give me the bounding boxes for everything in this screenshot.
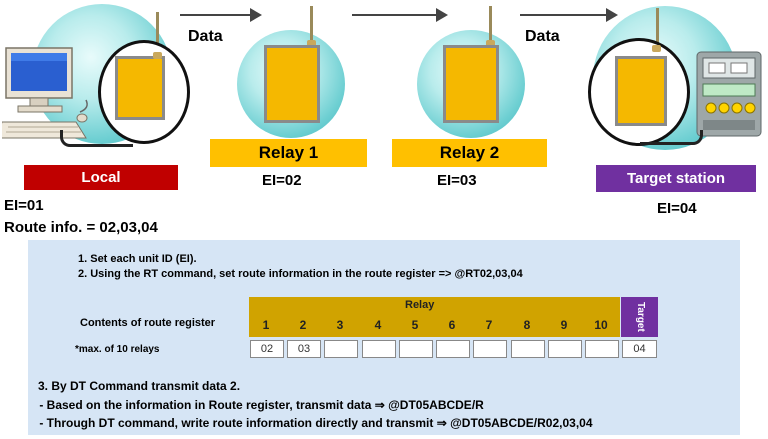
register-cell-3 xyxy=(324,340,358,358)
register-col-9: 9 xyxy=(560,318,568,332)
register-cell-6 xyxy=(436,340,470,358)
relay1-label: Relay 1 xyxy=(210,139,367,167)
relay2-label: Relay 2 xyxy=(392,139,547,167)
local-cable xyxy=(60,130,133,147)
register-col-1: 1 xyxy=(262,318,270,332)
register-col-6: 6 xyxy=(448,318,456,332)
target-ei: EI=04 xyxy=(657,200,697,217)
target-antenna xyxy=(656,8,659,50)
target-label: Target station xyxy=(596,165,756,192)
register-col-4: 4 xyxy=(374,318,382,332)
relay1-antenna xyxy=(310,6,313,44)
register-cell-4 xyxy=(362,340,396,358)
relay1-ei: EI=02 xyxy=(262,172,302,189)
arrow-head-3-icon xyxy=(606,8,618,22)
arrow-head-2-icon xyxy=(436,8,448,22)
register-col-10: 10 xyxy=(594,318,608,332)
relay2-module xyxy=(443,45,499,123)
register-relay-header xyxy=(249,297,620,337)
register-col-2: 2 xyxy=(299,318,307,332)
arrow-head-1-icon xyxy=(250,8,262,22)
relay-header-label: Relay xyxy=(405,299,435,311)
local-antenna xyxy=(156,12,159,57)
arrow-relay2-to-target xyxy=(520,14,606,16)
target-antenna-base xyxy=(652,45,661,52)
computer-icon xyxy=(0,42,94,142)
relay2-antenna xyxy=(489,6,492,44)
arrow-local-to-relay1 xyxy=(180,14,250,16)
target-relay-module xyxy=(615,56,667,126)
arrow-relay1-to-relay2 xyxy=(352,14,436,16)
register-col-3: 3 xyxy=(336,318,344,332)
register-cell-8 xyxy=(511,340,545,358)
register-col-7: 7 xyxy=(485,318,493,332)
step-3: 3. By DT Command transmit data 2. xyxy=(38,379,241,393)
relay2-ei: EI=03 xyxy=(437,172,477,189)
target-cable xyxy=(640,130,703,145)
register-cell-2: 03 xyxy=(287,340,321,358)
register-col-5: 5 xyxy=(411,318,419,332)
route-register-panel xyxy=(28,240,740,435)
data-label-left: Data xyxy=(188,28,223,45)
register-caption: Contents of route register xyxy=(80,317,216,329)
step-3a: - Based on the information in Route regi… xyxy=(36,398,484,412)
register-col-8: 8 xyxy=(523,318,531,332)
step-1: 1. Set each unit ID (EI). xyxy=(78,253,197,265)
register-target-header xyxy=(621,297,658,337)
register-cell-9 xyxy=(548,340,582,358)
relay1-module xyxy=(264,45,320,123)
max-relays-note: *max. of 10 relays xyxy=(75,344,160,355)
local-ei: EI=01 xyxy=(4,197,44,214)
local-antenna-base xyxy=(153,52,162,59)
data-label-right: Data xyxy=(525,28,560,45)
step-2: 2. Using the RT command, set route infor… xyxy=(78,268,523,280)
relay1-antenna-base xyxy=(307,40,316,47)
target-header-label: Target xyxy=(635,302,646,332)
relay2-antenna-base xyxy=(486,40,495,47)
register-cell-target: 04 xyxy=(622,340,657,358)
register-cell-5 xyxy=(399,340,433,358)
local-label: Local xyxy=(24,165,178,190)
route-info: Route info. = 02,03,04 xyxy=(4,219,158,236)
register-cell-10 xyxy=(585,340,619,358)
measuring-device-icon xyxy=(695,50,765,140)
step-3b: - Through DT command, write route inform… xyxy=(36,416,593,430)
register-cell-7 xyxy=(473,340,507,358)
local-relay-module xyxy=(115,56,165,120)
register-cell-1: 02 xyxy=(250,340,284,358)
